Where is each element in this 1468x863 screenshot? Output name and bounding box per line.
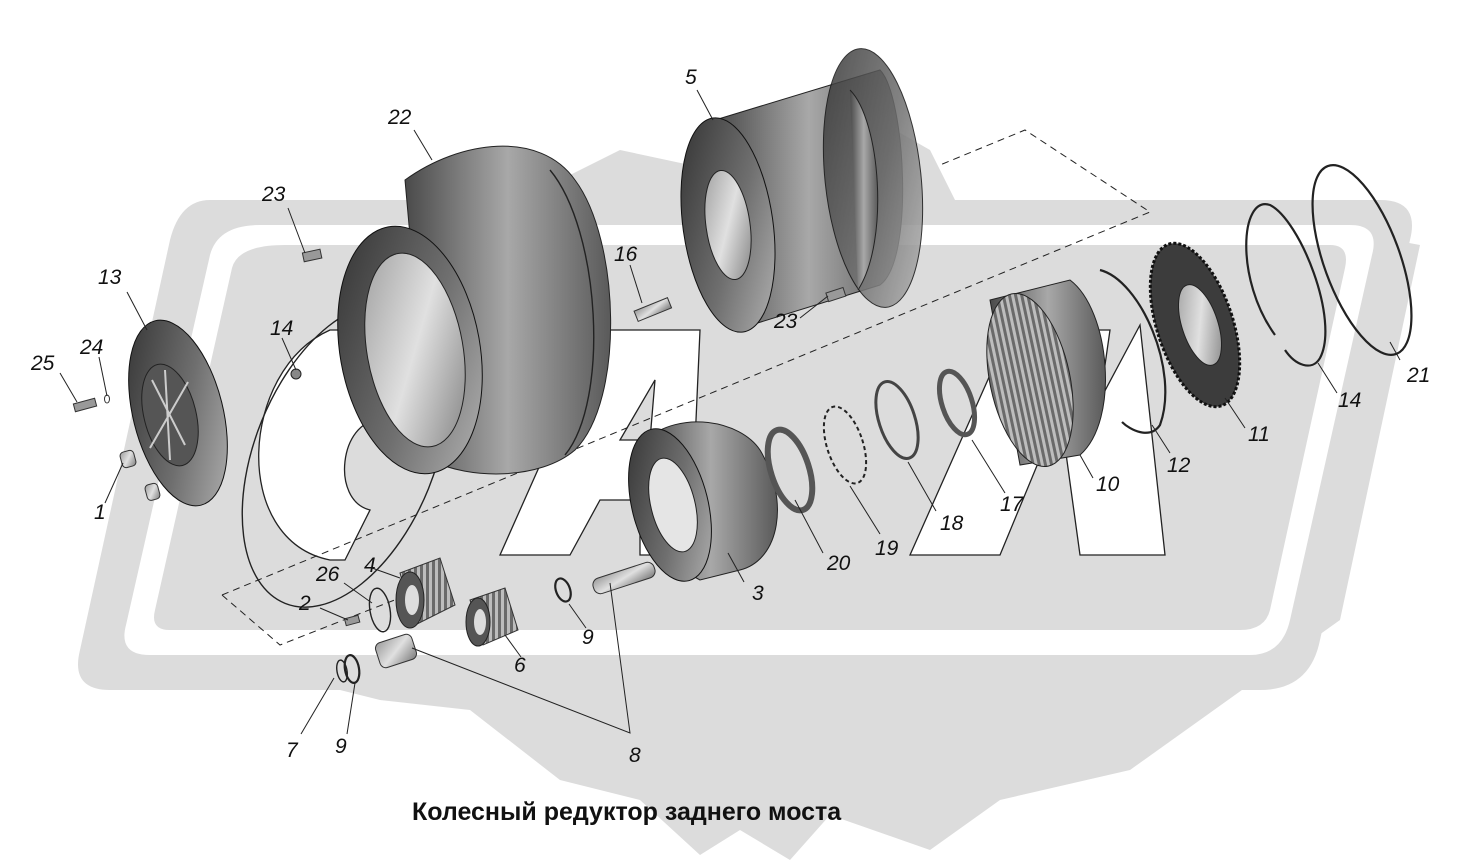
label-20: 20 (826, 552, 851, 575)
label-14-left: 14 (270, 317, 293, 340)
label-6: 6 (514, 654, 526, 677)
label-16: 16 (614, 243, 638, 266)
label-4: 4 (364, 554, 376, 577)
label-10: 10 (1096, 473, 1120, 496)
label-26: 26 (315, 563, 340, 586)
part-13-cover (128, 319, 228, 507)
label-8: 8 (629, 744, 641, 767)
label-3: 3 (752, 582, 764, 605)
part-5-housing (680, 48, 924, 333)
label-19: 19 (875, 537, 899, 560)
label-25: 25 (30, 352, 55, 375)
part-11-tone-ring (1148, 241, 1242, 409)
part-23-bolt-left (301, 248, 323, 263)
label-5: 5 (685, 66, 697, 89)
part-8-pin (374, 561, 656, 669)
label-23-left: 23 (261, 183, 286, 206)
part-25-bolt (72, 397, 98, 413)
label-22: 22 (387, 106, 412, 129)
part-12-snapring (1099, 268, 1167, 434)
part-16-stud (633, 297, 673, 323)
label-13: 13 (98, 266, 122, 289)
label-9-upper: 9 (582, 626, 594, 649)
label-11: 11 (1248, 423, 1270, 446)
part-24-washer (104, 394, 110, 404)
label-2: 2 (298, 592, 311, 615)
assembly-axis (221, 129, 1152, 646)
label-17: 17 (1000, 493, 1025, 516)
part-19-lockwasher (822, 405, 868, 485)
part-26-oring (368, 587, 392, 633)
part-2-screw (343, 614, 361, 627)
part-4-gear (395, 557, 456, 629)
label-24: 24 (79, 336, 103, 359)
label-18: 18 (940, 512, 964, 535)
part-3-carrier (628, 421, 778, 582)
part-6-gear (465, 587, 519, 647)
label-12: 12 (1167, 454, 1191, 477)
label-9-lower: 9 (335, 735, 347, 758)
leader-lines (59, 89, 1401, 735)
part-23-bolt-right (825, 286, 847, 303)
part-17-ring (936, 368, 978, 438)
part-7-ring (336, 659, 348, 683)
part-20-ring (764, 426, 816, 514)
part-10-ring-gear (986, 279, 1106, 467)
part-22-hub (337, 145, 612, 475)
part-9-washers (343, 577, 572, 684)
part-18-ring (874, 380, 920, 460)
label-23-right: 23 (773, 310, 798, 333)
label-21: 21 (1406, 364, 1430, 387)
part-labels: 13 24 25 1 14 23 22 16 5 23 3 20 19 18 1… (30, 66, 1430, 767)
label-14-right: 14 (1338, 389, 1361, 412)
part-14-snapring-right (1245, 203, 1327, 367)
diagram-title: Колесный редуктор заднего моста (412, 798, 842, 826)
label-1: 1 (94, 501, 106, 524)
label-7: 7 (286, 739, 299, 762)
part-1-plugs (119, 449, 161, 501)
